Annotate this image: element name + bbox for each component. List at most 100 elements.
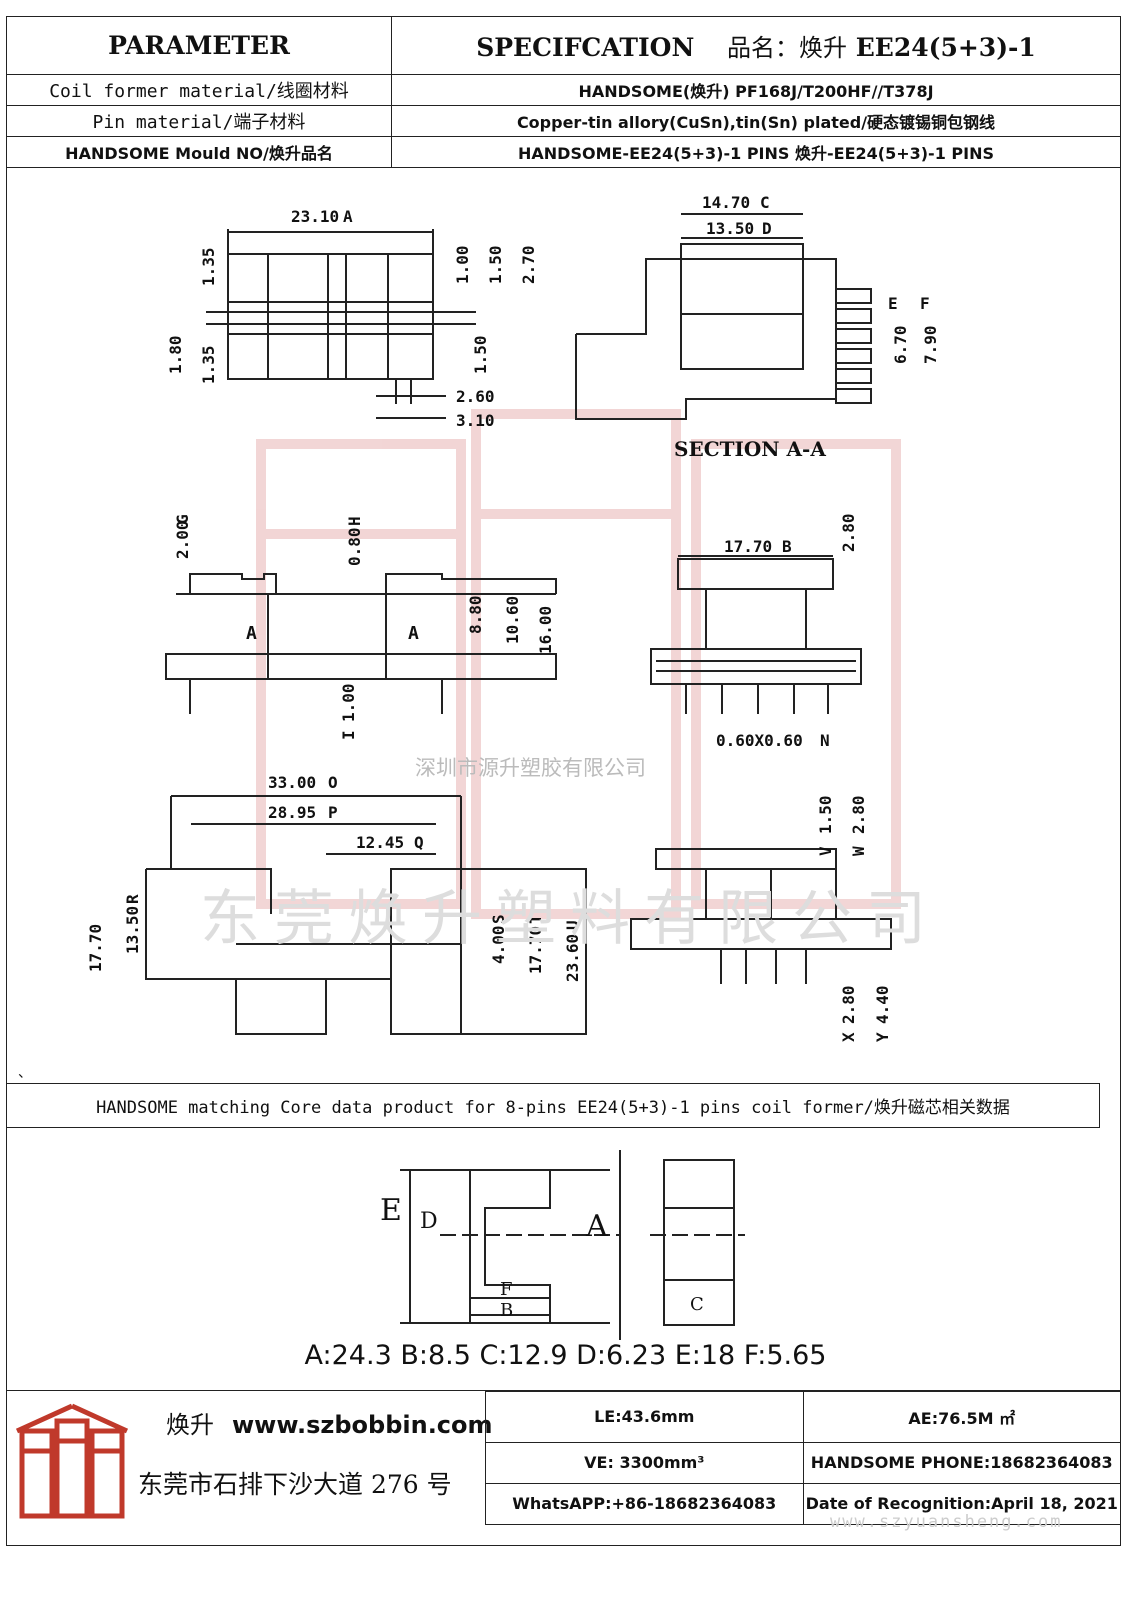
mark-e: E bbox=[888, 294, 898, 313]
contact-whatsapp: WhatsAPP:+86-18682364083 bbox=[485, 1482, 804, 1526]
bobbin-drawing: 23.10 A 2.60 3.10 1.35 1.80 1.35 1.00 1.… bbox=[86, 193, 940, 1042]
mark-s: S bbox=[489, 914, 508, 924]
dim-17-70-left: 17.70 bbox=[86, 924, 105, 972]
param-le: LE:43.6mm bbox=[485, 1391, 804, 1443]
dim-13-50: 13.50 bbox=[706, 219, 754, 238]
end-view bbox=[650, 555, 862, 714]
dim-7-90: 7.90 bbox=[921, 325, 940, 364]
dim-16-00: 16.00 bbox=[536, 606, 555, 654]
mark-g: G bbox=[173, 514, 192, 524]
website-link[interactable]: www.szbobbin.com bbox=[232, 1411, 493, 1439]
mark-u: U bbox=[563, 920, 582, 930]
brand-cn: 焕升 bbox=[166, 1411, 214, 1439]
dim-1-80: 1.80 bbox=[166, 335, 185, 374]
dim-1-50-top: 1.50 bbox=[486, 245, 505, 284]
mark-a: A bbox=[343, 207, 353, 226]
dim-33-00: 33.00 bbox=[268, 773, 316, 792]
top-side-view bbox=[206, 229, 476, 419]
front-view bbox=[165, 573, 557, 714]
section-label: SECTION A-A bbox=[674, 437, 826, 461]
watermark-company: 深圳市源升塑胶有限公司 bbox=[415, 756, 646, 780]
section-marker-right: A bbox=[408, 623, 419, 644]
brand-line: 焕升 www.szbobbin.com bbox=[166, 1405, 493, 1440]
row-value-pin-material: Copper-tin allory(CuSn),tin(Sn) plated/硬… bbox=[391, 105, 1121, 137]
dim-1-50-right: 1.50 bbox=[816, 795, 835, 834]
mark-f: F bbox=[920, 294, 930, 313]
dim-0-80: 0.80 bbox=[345, 527, 364, 566]
dim-10-60: 10.60 bbox=[503, 596, 522, 644]
dim-13-50-left: 13.50 bbox=[123, 906, 142, 954]
dim-1-00-bottom: 1.00 bbox=[339, 683, 358, 722]
dim-6-70: 6.70 bbox=[891, 325, 910, 364]
dim-1-35-bottom: 1.35 bbox=[199, 345, 218, 384]
spec-label: SPECIFCATION bbox=[476, 33, 695, 62]
dim-17-70-right: 17.70 bbox=[526, 926, 545, 974]
core-label-c: C bbox=[690, 1294, 704, 1315]
dim-23-60: 23.60 bbox=[563, 934, 582, 982]
core-params-table: LE:43.6mm AE:76.5M ㎡ VE: 3300mm³ HANDSOM… bbox=[485, 1391, 1121, 1526]
dim-2-60: 2.60 bbox=[456, 387, 495, 406]
mark-r: R bbox=[123, 894, 142, 904]
dim-3-10: 3.10 bbox=[456, 411, 495, 430]
dim-17-70-top: 17.70 bbox=[724, 537, 772, 556]
core-label-a: A bbox=[585, 1209, 608, 1244]
footer: 焕升 www.szbobbin.com 东莞市石排下沙大道 276 号 LE:43… bbox=[6, 1390, 1121, 1526]
row-label-mould-no: HANDSOME Mould NO/焕升品名 bbox=[6, 136, 392, 168]
section-marker-left: A bbox=[246, 623, 257, 644]
mark-q: Q bbox=[414, 833, 424, 852]
section-a-a-view bbox=[575, 213, 872, 420]
company-address: 东莞市石排下沙大道 276 号 bbox=[138, 1470, 452, 1499]
core-values: A:24.3 B:8.5 C:12.9 D:6.23 E:18 F:5.65 bbox=[304, 1340, 827, 1371]
dim-12-45: 12.45 bbox=[356, 833, 404, 852]
dim-0-60x0-60: 0.60X0.60 bbox=[716, 731, 803, 750]
dim-2-80-top: 2.80 bbox=[839, 513, 858, 552]
dim-1-00-top: 1.00 bbox=[453, 245, 472, 284]
tick-mark: 、 bbox=[18, 1065, 32, 1081]
mark-p: P bbox=[328, 803, 338, 822]
dim-28-95: 28.95 bbox=[268, 803, 316, 822]
contact-phone: HANDSOME PHONE:18682364083 bbox=[802, 1441, 1121, 1484]
mark-i: I bbox=[339, 730, 358, 740]
core-label-d: D bbox=[420, 1209, 438, 1234]
product-model: EE24(5+3)-1 bbox=[855, 33, 1036, 62]
row-label-coil-material: Coil former material/线圈材料 bbox=[6, 74, 392, 106]
bottom-top-view bbox=[145, 795, 587, 1035]
spec-header-table: PARAMETER SPECIFCATION 品名：焕升 EE24(5+3)-1… bbox=[6, 16, 1121, 168]
company-logo-icon bbox=[15, 1403, 129, 1519]
background-logo-watermark bbox=[256, 409, 901, 919]
mark-o: O bbox=[328, 773, 338, 792]
mark-y: Y bbox=[873, 1032, 892, 1042]
mark-n: N bbox=[820, 731, 830, 750]
row-value-mould-no: HANDSOME-EE24(5+3)-1 PINS 焕升-EE24(5+3)-1… bbox=[391, 136, 1121, 168]
core-drawing: E D A F B C bbox=[380, 1150, 745, 1340]
mark-t: T bbox=[526, 914, 545, 924]
specification-heading: SPECIFCATION 品名：焕升 EE24(5+3)-1 bbox=[391, 16, 1121, 75]
dim-1-35-top: 1.35 bbox=[199, 247, 218, 286]
dim-8-80: 8.80 bbox=[466, 595, 485, 634]
mark-c: C bbox=[760, 193, 770, 212]
product-name-label: 品名：焕升 bbox=[727, 34, 848, 62]
dim-1-50-mid: 1.50 bbox=[471, 335, 490, 374]
core-data-title: HANDSOME matching Core data product for … bbox=[6, 1083, 1100, 1128]
core-label-b: B bbox=[500, 1300, 513, 1321]
dim-2-80-right: 2.80 bbox=[849, 795, 868, 834]
mark-b: B bbox=[782, 537, 792, 556]
mark-d: D bbox=[762, 219, 772, 238]
dim-23-10: 23.10 bbox=[291, 207, 339, 226]
watermark-big: 东莞焕升塑料有限公司 bbox=[200, 884, 940, 954]
dim-4-40: 4.40 bbox=[873, 985, 892, 1024]
core-label-e: E bbox=[380, 1193, 402, 1228]
row-label-pin-material: Pin material/端子材料 bbox=[6, 105, 392, 137]
parameter-heading: PARAMETER bbox=[6, 16, 392, 75]
watermark-url: www.szyuansheng.com bbox=[830, 1512, 1063, 1532]
row-value-coil-material: HANDSOME(焕升) PF168J/T200HF//T378J bbox=[391, 74, 1121, 106]
param-ae: AE:76.5M ㎡ bbox=[802, 1391, 1121, 1443]
dim-2-70: 2.70 bbox=[519, 245, 538, 284]
dim-4-00: 4.00 bbox=[489, 925, 508, 964]
dim-2-00: 2.00 bbox=[173, 520, 192, 559]
recognition-date: Date of Recognition:April 18, 2021 bbox=[802, 1482, 1121, 1526]
core-label-f: F bbox=[500, 1279, 513, 1300]
mark-x: X bbox=[839, 1032, 858, 1042]
mark-h: H bbox=[345, 516, 364, 526]
dim-14-70: 14.70 bbox=[702, 193, 750, 212]
